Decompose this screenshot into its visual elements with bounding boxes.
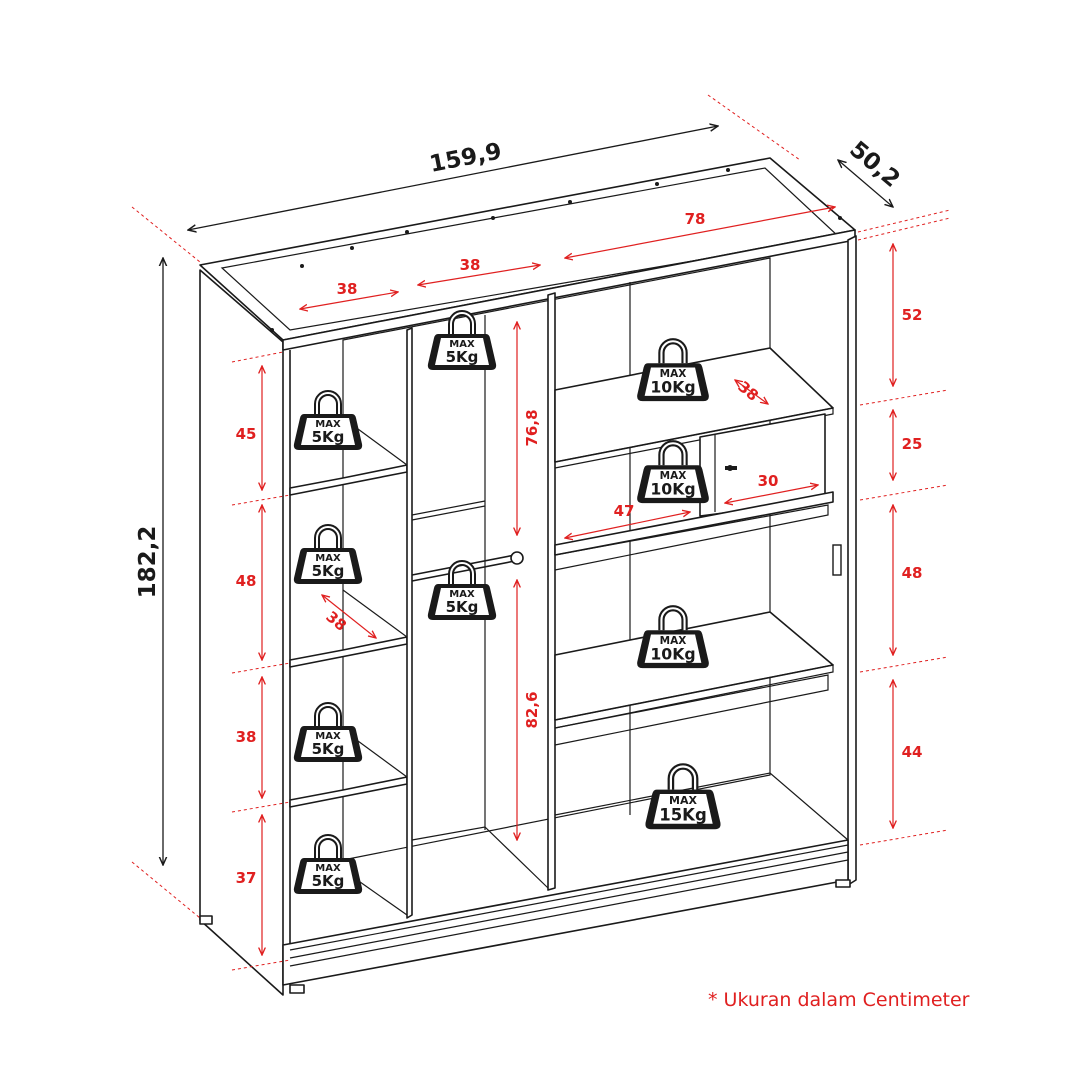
weight-max-label: MAX bbox=[449, 339, 475, 350]
door-handle bbox=[832, 544, 842, 576]
center-divider bbox=[547, 292, 556, 891]
weight-max-label: MAX bbox=[449, 589, 475, 600]
left-shelf-height-1: 45 bbox=[236, 425, 257, 443]
bottom-base bbox=[282, 839, 849, 986]
weight-max-label: MAX bbox=[315, 553, 341, 564]
weight-value-label: 5Kg bbox=[312, 562, 345, 580]
weight-value-label: 10Kg bbox=[650, 378, 695, 397]
left-width-label: 38 bbox=[337, 280, 358, 298]
weight-value-label: 5Kg bbox=[312, 872, 345, 890]
middle-lower-height: 82,6 bbox=[523, 691, 541, 728]
left-divider bbox=[406, 327, 413, 919]
overall-width-label: 159,9 bbox=[427, 138, 503, 177]
weight-max-label: MAX bbox=[660, 470, 687, 482]
weight-max-label: MAX bbox=[660, 368, 687, 380]
left-shelf-depth: 38 bbox=[322, 608, 350, 635]
depth-dim-line bbox=[838, 160, 893, 207]
weight-badges: MAX5KgMAX5KgMAX5KgMAX5KgMAX5KgMAX5KgMAX1… bbox=[293, 310, 721, 894]
left-shelf-height-3: 38 bbox=[236, 728, 257, 746]
width-dim-line bbox=[188, 126, 718, 230]
middle-width-label: 38 bbox=[460, 256, 481, 274]
foot-back-left bbox=[199, 915, 213, 925]
right-side-height-3: 48 bbox=[902, 564, 923, 582]
right-width-label: 78 bbox=[685, 210, 706, 228]
weight-value-label: 15Kg bbox=[659, 805, 707, 824]
weight-max-label: MAX bbox=[315, 863, 341, 874]
weight-value-label: 10Kg bbox=[650, 480, 695, 499]
footnote: * Ukuran dalam Centimeter bbox=[708, 989, 970, 1011]
weight-max-label: MAX bbox=[315, 419, 341, 430]
right-drawer-width: 47 bbox=[614, 502, 635, 520]
weight-max-label: MAX bbox=[669, 794, 697, 807]
extension-lines bbox=[131, 94, 951, 971]
right-side-height-1: 52 bbox=[902, 306, 923, 324]
back-panel bbox=[342, 257, 771, 861]
right-side-height-4: 44 bbox=[902, 743, 923, 761]
overall-height-label: 182,2 bbox=[135, 526, 161, 599]
weight-value-label: 5Kg bbox=[312, 740, 345, 758]
weight-value-label: 5Kg bbox=[446, 598, 479, 616]
overall-depth-label: 50,2 bbox=[844, 136, 904, 192]
left-column-shelves bbox=[289, 417, 408, 916]
right-small-drawer-width: 30 bbox=[758, 472, 779, 490]
right-side-panel bbox=[847, 235, 857, 886]
weight-value-label: 5Kg bbox=[446, 348, 479, 366]
weight-value-label: 5Kg bbox=[312, 428, 345, 446]
left-shelf-height-2: 48 bbox=[236, 572, 257, 590]
middle-upper-height: 76,8 bbox=[523, 409, 541, 446]
right-side-height-2: 25 bbox=[902, 435, 923, 453]
foot-front-right bbox=[835, 879, 851, 888]
weight-max-label: MAX bbox=[315, 731, 341, 742]
weight-value-label: 10Kg bbox=[650, 645, 695, 664]
weight-max-label: MAX bbox=[660, 635, 687, 647]
foot-front-left bbox=[289, 984, 305, 994]
interior-dimensions: 38 38 78 45 48 38 37 38 76,8 82,6 38 47 … bbox=[236, 207, 923, 955]
left-shelf-height-4: 37 bbox=[236, 869, 257, 887]
